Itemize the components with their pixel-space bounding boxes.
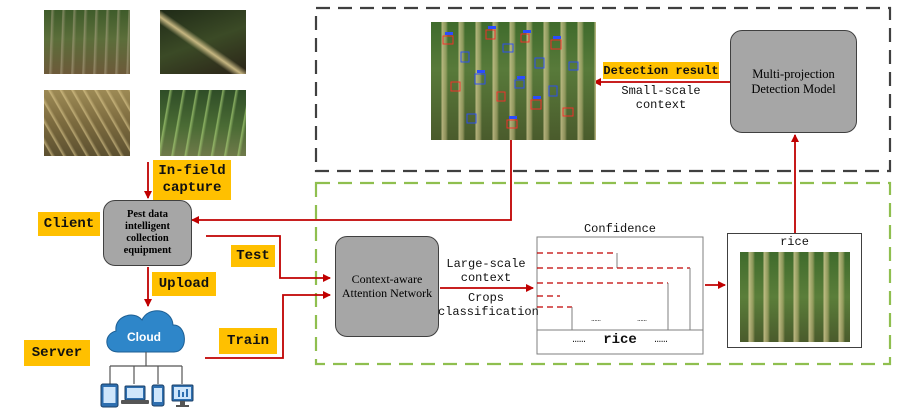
train-tag: Train	[219, 328, 277, 354]
pest-data-collection-equipment: Pest data intelligent collection equipme…	[103, 200, 192, 266]
context-aware-attention-network: Context-aware Attention Network	[335, 236, 439, 337]
classification-stage-frame	[314, 181, 892, 366]
in-field-capture-tag: In-field capture	[153, 160, 231, 200]
multi-projection-detection-model: Multi-projection Detection Model	[730, 30, 857, 133]
small-scale-context-label: Small-scale context	[621, 84, 701, 113]
train-arrow	[205, 291, 331, 359]
detection-boxes	[442, 26, 579, 129]
detection-stage-frame	[314, 6, 892, 173]
crops-classification-label: Crops classification	[438, 291, 539, 320]
pest-photo-icon	[160, 10, 246, 74]
device-connectors	[109, 352, 183, 384]
detection-result-image	[431, 22, 596, 140]
result-to-client-arrow	[191, 140, 512, 224]
chart-dots-right: ……	[654, 334, 668, 346]
confidence-chart	[536, 236, 704, 355]
rice-panel-label: rice	[780, 235, 809, 249]
chart-dots-left: ……	[572, 334, 586, 346]
desktop-monitor-icon	[171, 384, 194, 407]
pest-photo-icon	[44, 90, 130, 156]
chart-dots-small: ……	[637, 315, 647, 324]
rice-photo	[740, 252, 850, 342]
rice-result-panel: rice	[727, 233, 862, 348]
cloud-icon	[106, 310, 185, 353]
test-arrow	[206, 235, 331, 282]
detection-result-tag: Detection result	[603, 62, 719, 79]
laptop-icon	[121, 385, 149, 404]
upload-tag: Upload	[152, 272, 216, 296]
tablet-icon	[100, 383, 119, 408]
server-tag: Server	[24, 340, 90, 366]
test-tag: Test	[231, 245, 275, 267]
cloud-label: Cloud	[127, 330, 161, 344]
confidence-chart-frame	[536, 236, 704, 355]
large-scale-context-label: Large-scale context	[446, 257, 526, 286]
pest-photo-icon	[160, 90, 246, 156]
phone-icon	[151, 384, 165, 407]
chart-dots-small: ……	[591, 315, 601, 324]
client-tag: Client	[38, 212, 100, 236]
confidence-label: Confidence	[583, 222, 656, 236]
pest-photo-icon	[44, 10, 130, 74]
chart-class-rice: rice	[603, 332, 637, 348]
